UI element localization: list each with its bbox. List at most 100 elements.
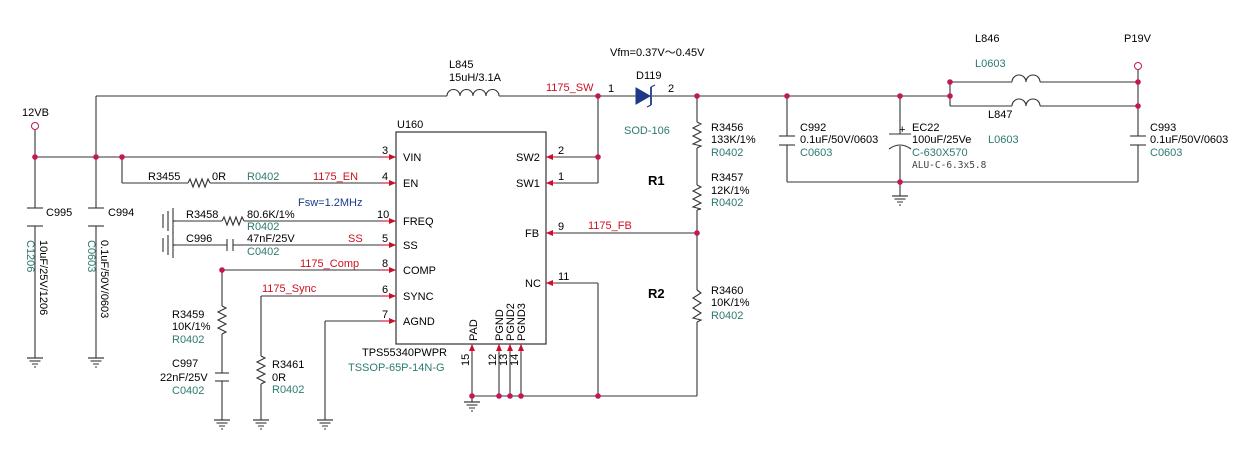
ec22-polarity: + (899, 124, 905, 136)
r3459-value: 10K/1% (172, 321, 211, 333)
cap-c993: C993 0.1uF/50V/0603 C0603 (1130, 122, 1228, 159)
cap-c994: C994 0.1uF/50V/0603 C0603 (85, 207, 134, 368)
l845-value: 15uH/3.1A (449, 72, 502, 84)
r3457-ref: R3457 (711, 172, 743, 184)
pin-pgnd2-name: PGND2 (505, 303, 517, 341)
inductor-l845: L845 15uH/3.1A (446, 59, 502, 97)
pin-ss-num: 5 (382, 233, 388, 245)
r3456-pkg: R0402 (711, 147, 743, 159)
pin-sw1-name: SW1 (516, 178, 540, 190)
pin-nc-name: NC (525, 278, 541, 290)
c997-pkg: C0402 (172, 385, 204, 397)
ec22-pkg: C-630X570 (912, 147, 968, 159)
pin-pgnd-num: 12 (487, 354, 499, 366)
r3455-ref: R3455 (148, 171, 180, 183)
diode-d119: D119 1 2 SOD-106 (608, 70, 674, 137)
ec22-ref: EC22 (912, 122, 940, 134)
pin-fb-name: FB (525, 228, 539, 240)
d119-pin1: 1 (608, 83, 614, 95)
pin-ss-name: SS (403, 240, 418, 252)
net-fb-label: 1175_FB (588, 220, 632, 232)
net-12vb-label: 12VB (22, 107, 49, 119)
c994-pkg: C0603 (85, 240, 97, 272)
resistor-r3455: R3455 0R R0402 (148, 171, 279, 189)
c995-value: 10uF/25V/1206 (37, 240, 49, 315)
pin-pgnd-name: PGND (494, 309, 506, 341)
ic-u160: U160 TPS55340PWPR TSSOP-65P-14N-G 3 VIN … (348, 119, 569, 374)
l846-pkg: L0603 (975, 58, 1006, 70)
input-rail-12vb: 12VB (22, 107, 49, 130)
r3456-ref: R3456 (711, 122, 743, 134)
resistor-r3457: R3457 12K/1% R0402 (691, 172, 750, 211)
pin-pgnd2-num: 13 (498, 354, 510, 366)
note-vfm: Vfm=0.37V～0.45V (610, 47, 705, 59)
r3461-value: 0R (272, 372, 286, 384)
resistor-r3459: R3459 10K/1% R0402 (172, 305, 228, 346)
c992-ref: C992 (800, 122, 826, 134)
resistor-r3458: R3458 80.6K/1% R0402 (162, 208, 295, 234)
r3456-value: 133K/1% (711, 134, 756, 146)
net-sw-label: 1175_SW (546, 82, 594, 94)
c996-pkg: C0402 (247, 246, 279, 258)
r3460-pkg: R0402 (711, 310, 743, 322)
resistor-r3456: R3456 133K/1% R0402 (691, 121, 756, 159)
c992-value: 0.1uF/50V/0603 (800, 134, 878, 146)
resistor-r3461: R3461 0R R0402 (252, 355, 304, 430)
ic-ref: U160 (397, 119, 423, 131)
r3458-value: 80.6K/1% (247, 209, 295, 221)
pin-pad-num: 15 (460, 354, 472, 366)
c994-ref: C994 (108, 207, 134, 219)
r3457-pkg: R0402 (711, 197, 743, 209)
pin-sw2-name: SW2 (516, 152, 540, 164)
net-comp-label: 1175_Comp (300, 258, 359, 270)
net-p19v-label: P19V (1124, 33, 1152, 45)
c995-pkg: C1206 (24, 240, 36, 272)
r3457-value: 12K/1% (711, 185, 750, 197)
r3460-ref: R3460 (711, 285, 743, 297)
pin-pgnd3-num: 14 (509, 354, 521, 366)
wires (34, 70, 1139, 420)
pin-sync-num: 6 (382, 284, 388, 296)
c997-ref: C997 (172, 358, 198, 370)
note-r1: R1 (648, 173, 665, 188)
pin-agnd-name: AGND (403, 316, 435, 328)
ic-part: TPS55340PWPR (362, 347, 447, 359)
inductor-l847: L847 L0603 (988, 98, 1041, 146)
pin-comp-num: 8 (382, 258, 388, 270)
r3455-value: 0R (212, 171, 226, 183)
cap-c992: C992 0.1uF/50V/0603 C0603 (779, 122, 878, 159)
d119-ref: D119 (636, 70, 661, 82)
net-en-label: 1175_EN (313, 171, 358, 183)
net-ss-label: SS (348, 233, 363, 245)
c992-pkg: C0603 (800, 147, 832, 159)
pin-pgnd3-name: PGND3 (516, 303, 528, 341)
pin-pad-name: PAD (468, 319, 480, 341)
cap-c995: C995 10uF/25V/1206 C1206 (24, 207, 72, 368)
note-fsw: Fsw=1.2MHz (298, 197, 363, 209)
c993-ref: C993 (1150, 122, 1176, 134)
r3459-pkg: R0402 (172, 334, 204, 346)
cap-c997: C997 22nF/25V C0402 (160, 358, 231, 430)
net-sync-label: 1175_Sync (262, 283, 317, 295)
pin-en-num: 4 (382, 171, 388, 183)
d119-pin2: 2 (668, 83, 674, 95)
l847-pkg: L0603 (988, 134, 1019, 146)
c995-ref: C995 (46, 207, 72, 219)
pin-sync-name: SYNC (403, 291, 434, 303)
r3458-pkg: R0402 (247, 221, 279, 233)
pin-agnd-num: 7 (382, 309, 388, 321)
c994-value: 0.1uF/50V/0603 (98, 240, 110, 318)
ec22-value: 100uF/25Ve (912, 134, 971, 146)
cap-c996: C996 47nF/25V C0402 (162, 232, 295, 258)
c993-value: 0.1uF/50V/0603 (1150, 134, 1228, 146)
r3461-pkg: R0402 (272, 384, 304, 396)
r3455-pkg: R0402 (247, 171, 279, 183)
pin-fb-num: 9 (558, 221, 564, 233)
pin-comp-name: COMP (403, 265, 436, 277)
resistor-r3460: R3460 10K/1% R0402 (691, 285, 750, 323)
c993-pkg: C0603 (1150, 147, 1182, 159)
l845-ref: L845 (449, 59, 473, 71)
pin-freq-num: 10 (377, 209, 389, 221)
r3460-value: 10K/1% (711, 297, 750, 309)
